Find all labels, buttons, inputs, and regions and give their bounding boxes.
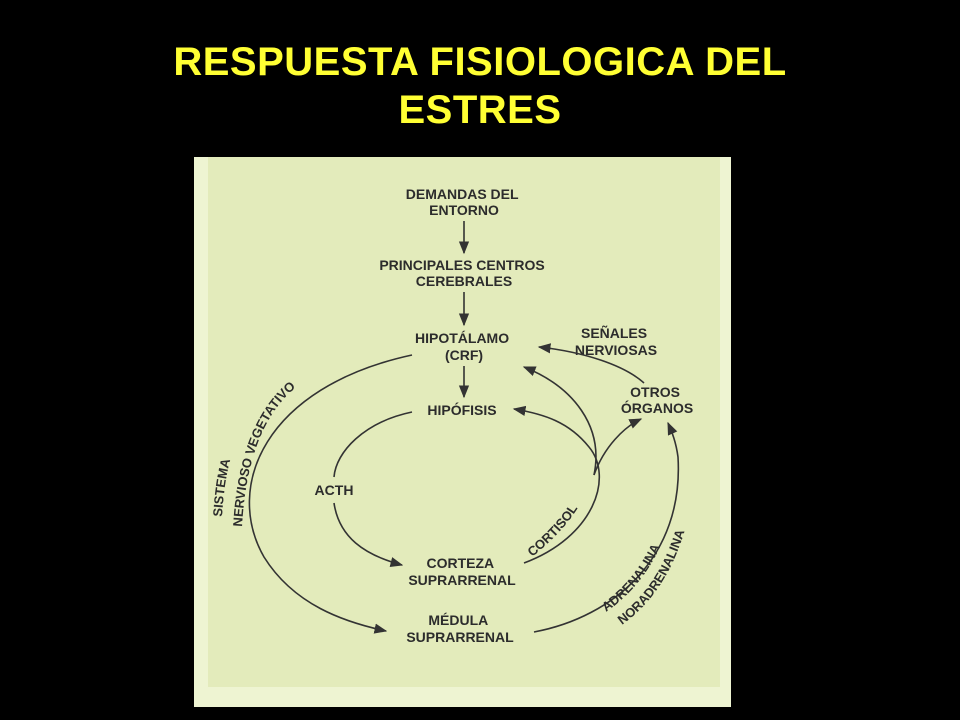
arrow-hipotalamo-to-medula — [248, 354, 413, 634]
diagram-canvas: DEMANDAS DEL ENTORNO PRINCIPALES CENTROS… — [210, 186, 693, 645]
arrow-senales-to-hipotalamo — [537, 343, 645, 384]
node-hipotalamo: HIPOTÁLAMO (CRF) — [415, 330, 513, 363]
arrow-cortisol-to-hipofisis — [512, 405, 601, 564]
arrow-cortisol-to-hipotalamo — [522, 366, 597, 476]
node-acth: ACTH — [315, 482, 354, 498]
stress-response-diagram: DEMANDAS DEL ENTORNO PRINCIPALES CENTROS… — [194, 157, 731, 707]
title-line-1: RESPUESTA FISIOLOGICA DEL — [173, 40, 787, 84]
node-otros-organos: OTROS ÓRGANOS — [621, 384, 693, 416]
slide-title: RESPUESTA FISIOLOGICA DEL ESTRES — [0, 38, 960, 134]
title-line-2: ESTRES — [398, 88, 562, 132]
node-demandas: DEMANDAS DEL ENTORNO — [406, 186, 522, 218]
curve-hipofisis-to-acth — [333, 411, 413, 478]
arrow-medula-to-otros-organos — [533, 421, 680, 633]
node-centros-cerebrales: PRINCIPALES CENTROS CEREBRALES — [379, 257, 548, 289]
label-cortisol: CORTISOL — [524, 501, 580, 559]
label-sistema: SISTEMA — [210, 456, 233, 517]
node-senales-nerviosas: SEÑALES NERVIOSAS — [575, 324, 657, 358]
node-medula: MÉDULA SUPRARRENAL — [406, 612, 514, 645]
arrow-cortisol-to-otros-organos — [593, 418, 643, 476]
label-noradrenalina: NORADRENALINA — [615, 527, 688, 627]
label-nervioso-vegetativo: NERVIOSO VEGETATIVO — [230, 378, 298, 527]
arrow-acth-to-corteza — [333, 502, 404, 568]
node-hipofisis: HIPÓFISIS — [427, 401, 496, 418]
node-corteza: CORTEZA SUPRARRENAL — [408, 555, 516, 588]
